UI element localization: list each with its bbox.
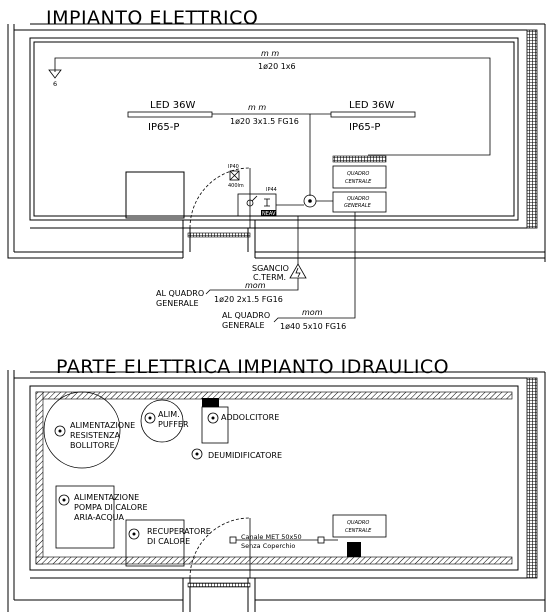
deumidificatore: DEUMIDIFICATORE (191, 448, 282, 460)
quadro-centrale-line2: CENTRALE (345, 179, 372, 185)
pompa-di-calore: ALIMENTAZIONE POMPA DI CALORE ARIA-ACQUA (55, 485, 148, 549)
led-line-cable: 1ø20 3x1.5 FG16 (230, 117, 299, 126)
feed2-cable: 1ø40 5x10 FG16 (280, 322, 346, 331)
led-feed-line: m m 1ø20 3x1.5 FG16 (212, 103, 331, 196)
corner-mark-number: 6 (53, 80, 57, 88)
svg-text:GENERALE: GENERALE (344, 203, 372, 209)
canale-line2: Senza Coperchio (241, 542, 295, 550)
feed2-symbol: mom (302, 308, 323, 317)
addolcitore-label: ADDOLCITORE (221, 413, 279, 422)
feed1-cable: 1ø20 2x1.5 FG16 (214, 295, 283, 304)
recuperatore-line2: DI CALORE (147, 537, 190, 546)
boiler-tank-icon (43, 391, 121, 469)
feed1-symbol: mom (245, 281, 266, 290)
puffer-line2: PUFFER (158, 420, 189, 429)
resistenza-bollitore: ALIMENTAZIONE RESISTENZA BOLLITORE (43, 391, 135, 469)
switch-icon (246, 199, 254, 207)
canale-line1: Canale MET 50x50 (241, 533, 302, 541)
feed2-to-line1: AL QUADRO (222, 311, 270, 320)
ip-devices: IP40 400lm IP44 NEAV (228, 164, 304, 217)
socket-icon (191, 448, 203, 460)
led-bar-icon (127, 111, 213, 118)
hydraulic-section: PARTE ELETTRICA IMPIANTO IDRAULICO (7, 356, 546, 612)
pompa-line1: ALIMENTAZIONE (74, 493, 139, 502)
alim-puffer: ALIM. PUFFER (140, 399, 189, 443)
quadro-panels: QUADRO CENTRALE QUADRO GENERALE (303, 155, 387, 213)
electrical-title: IMPIANTO ELETTRICO (46, 7, 258, 29)
puffer-line1: ALIM. (158, 410, 180, 419)
sgancio-line2: C.TERM. (253, 273, 286, 282)
socket-icon (128, 528, 140, 540)
light-fixture-icon (229, 170, 240, 181)
feed1-to-line1: AL QUADRO (156, 289, 204, 298)
svg-text:QUADRO: QUADRO (347, 196, 369, 202)
hydraulic-walls (7, 370, 546, 612)
socket-icon (54, 425, 66, 437)
socket-icon (207, 412, 219, 424)
led-fixture-left: LED 36W IP65-P (127, 100, 213, 133)
feed1-to-line2: GENERALE (156, 299, 199, 308)
ip40-label: IP40 (228, 164, 239, 170)
heat-pump-box (55, 485, 115, 549)
addolcitore-head (202, 398, 219, 407)
led-right-label: LED 36W (349, 100, 394, 111)
led-left-label: LED 36W (150, 100, 195, 111)
deumidificatore-label: DEUMIDIFICATORE (208, 451, 282, 460)
addolcitore: ADDOLCITORE (201, 398, 279, 444)
led-left-rating: IP65-P (148, 122, 179, 133)
led-line-symbol: m m (248, 103, 266, 112)
hydraulic-title: PARTE ELETTRICA IMPIANTO IDRAULICO (56, 356, 449, 378)
quadro-centrale-box-2 (332, 514, 387, 538)
addolcitore-box (201, 406, 229, 444)
pompa-line2: POMPA DI CALORE (74, 503, 148, 512)
quadro-centrale-line1: QUADRO (347, 171, 369, 177)
lumens-label: 400lm (228, 183, 244, 189)
panel-base (347, 542, 361, 557)
quadro2-line1: QUADRO (347, 520, 369, 526)
neav-label: NEAV (262, 211, 276, 217)
panel-hatch-icon (332, 155, 387, 163)
main-feed-line: m m 1ø20 1x6 6 (48, 49, 491, 156)
quadro-centrale-box (332, 165, 387, 189)
recuperatore-line1: RECUPERATORE (147, 527, 211, 536)
resistenza-line3: BOLLITORE (70, 441, 115, 450)
main-line-symbol: m m (261, 49, 279, 58)
sgancio-line1: SGANCIO (252, 264, 289, 273)
sgancio-triangle-icon (289, 263, 307, 279)
ip44-label: IP44 (266, 187, 277, 193)
recuperatore-di-calore: RECUPERATORE DI CALORE (125, 519, 211, 567)
external-feeds: SGANCIO C.TERM. AL QUADRO GENERALE mom 1… (156, 212, 356, 331)
quadro-generale-box (332, 191, 387, 213)
recuperatore-box (125, 519, 185, 567)
led-bar-icon (330, 111, 416, 118)
pompa-line3: ARIA-ACQUA (74, 513, 124, 522)
resistenza-line2: RESISTENZA (70, 431, 121, 440)
socket-icon (144, 412, 156, 424)
electrical-walls (7, 23, 546, 262)
socket-icon (58, 494, 70, 506)
triangle-mark-icon (48, 69, 62, 79)
canale-met: Canale MET 50x50 Senza Coperchio QUADRO … (229, 514, 387, 557)
electrical-section: IMPIANTO ELETTRICO (7, 7, 546, 331)
resistenza-line1: ALIMENTAZIONE (70, 421, 135, 430)
outlet-icon (264, 198, 270, 207)
main-line-cable: 1ø20 1x6 (258, 62, 296, 71)
led-fixture-right: LED 36W IP65-P (330, 100, 416, 133)
neav-tag (261, 210, 276, 216)
feed2-to-line2: GENERALE (222, 321, 265, 330)
puffer-tank-icon (140, 399, 184, 443)
led-right-rating: IP65-P (349, 122, 380, 133)
quadro2-line2: CENTRALE (345, 528, 372, 534)
